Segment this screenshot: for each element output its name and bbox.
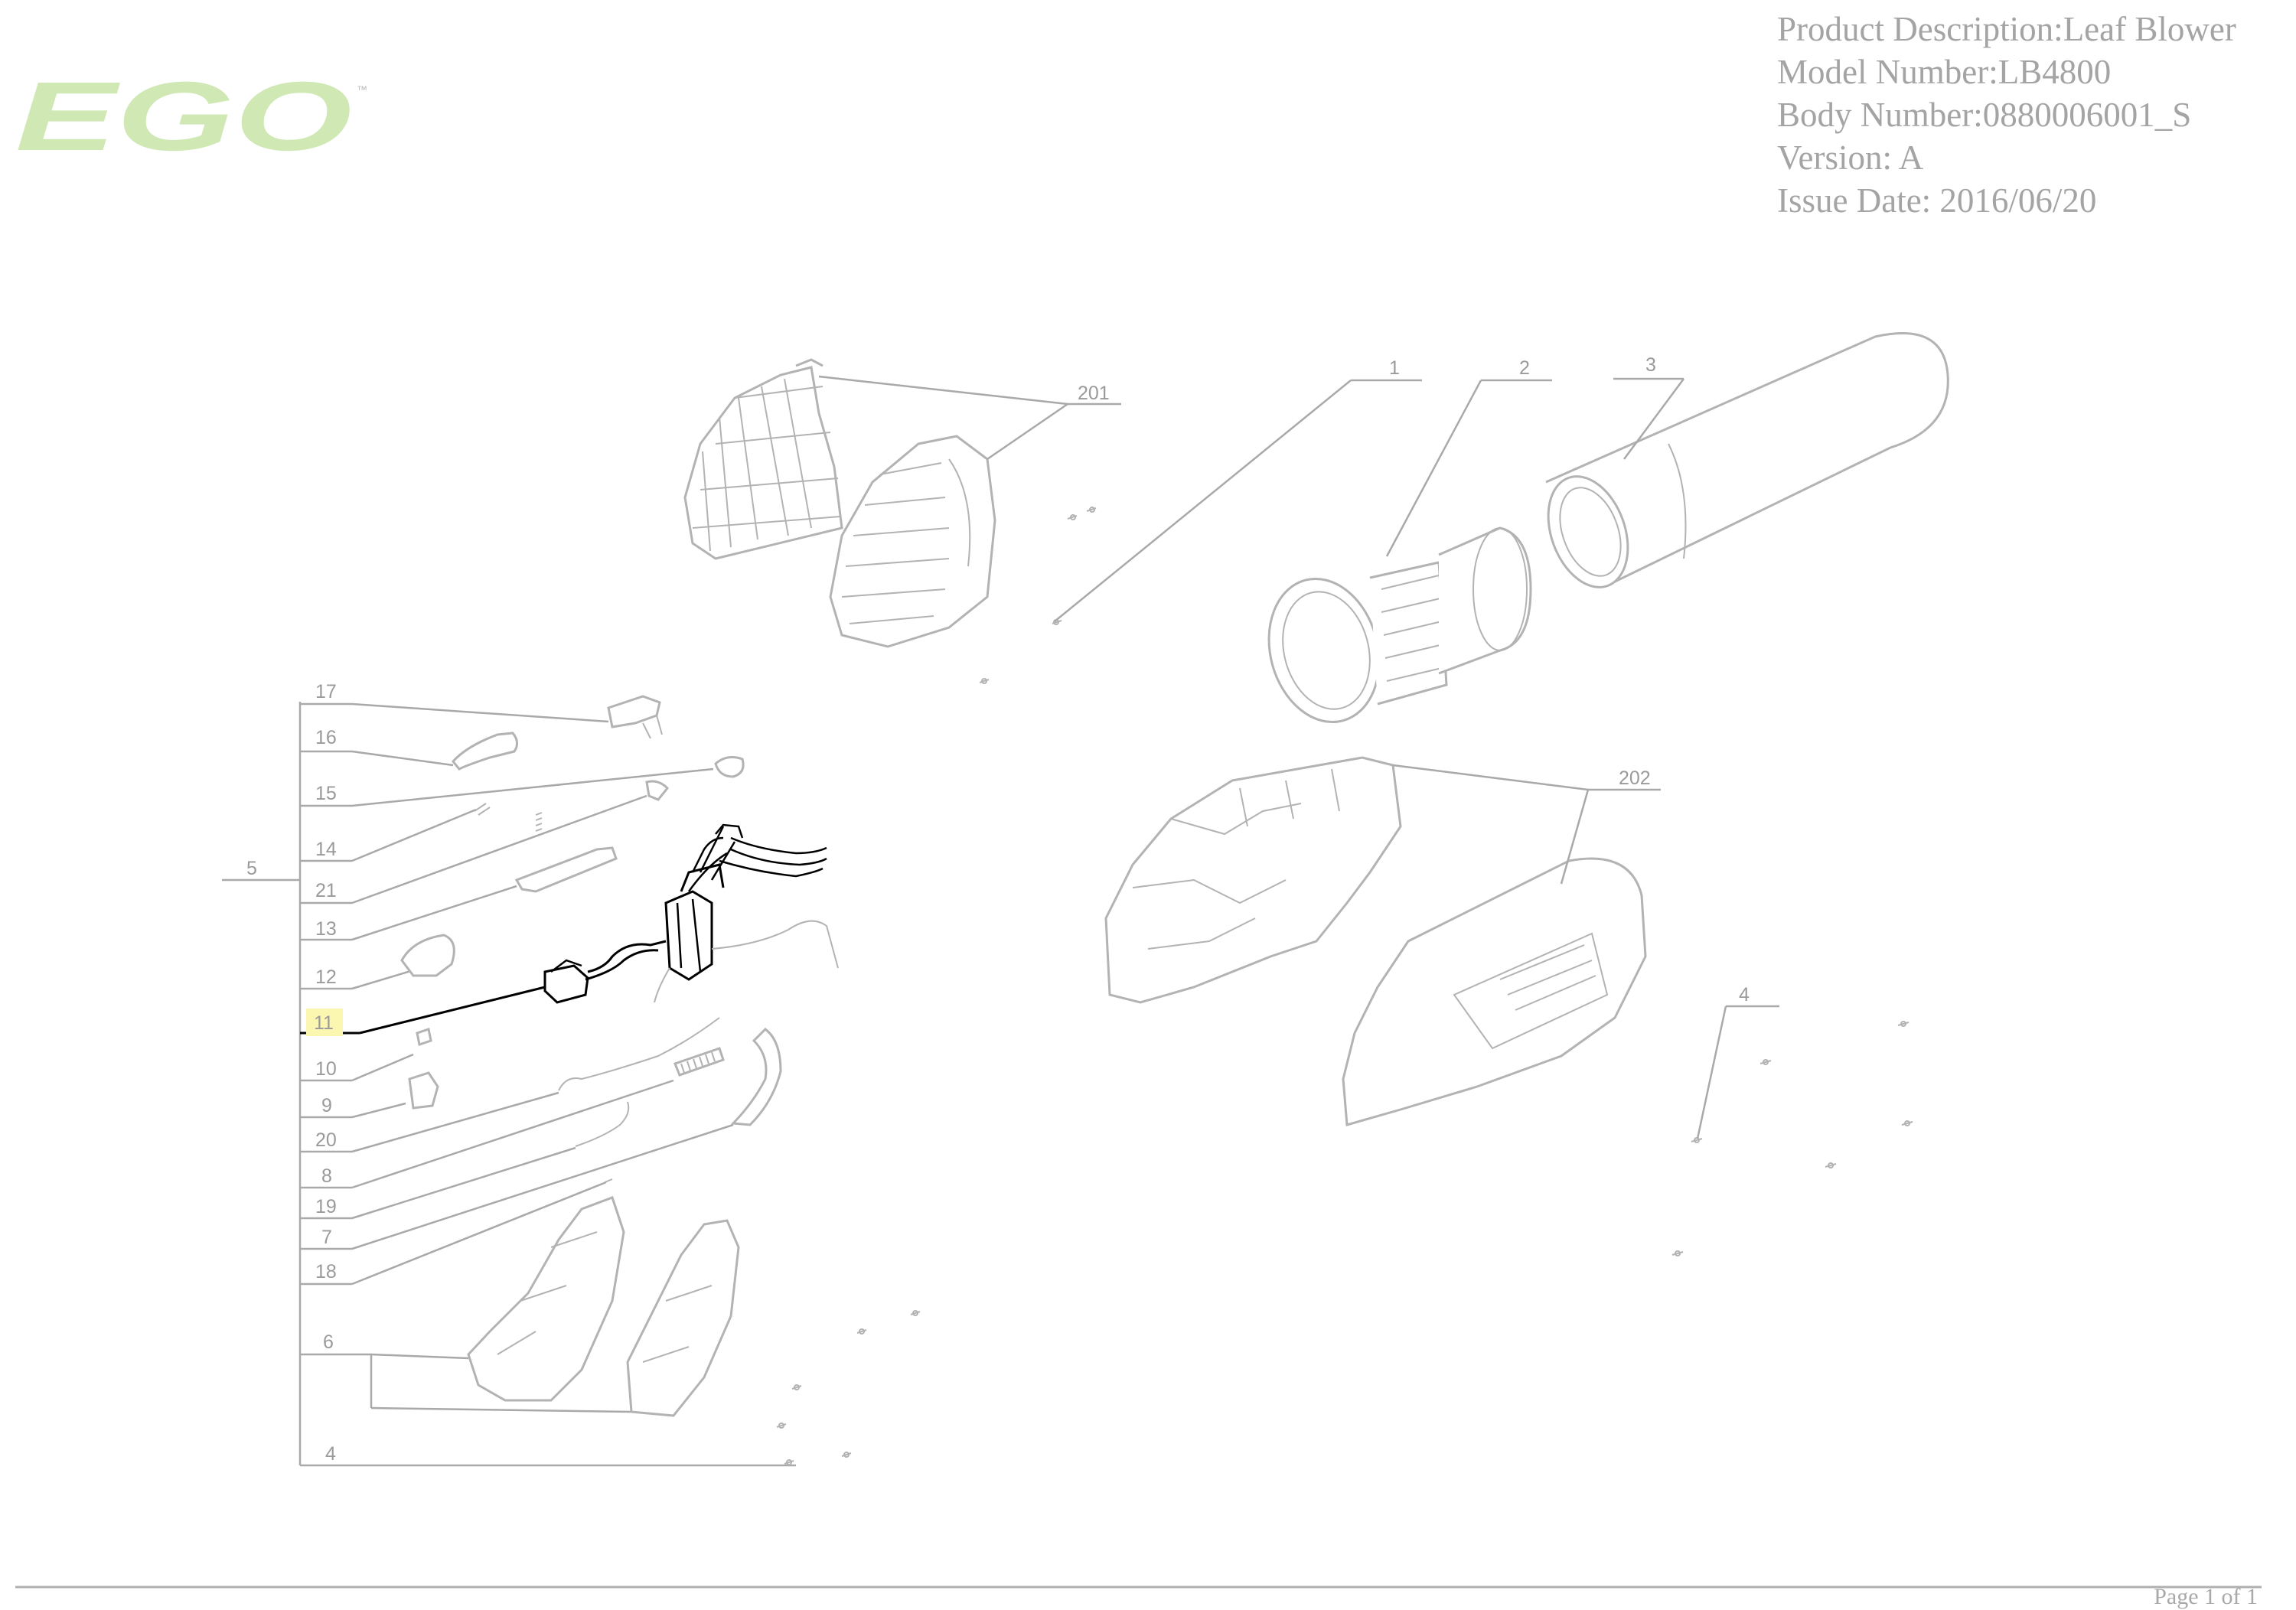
leader-201-a (818, 375, 1068, 406)
part-21-spring-small (535, 812, 543, 832)
issue-date: Issue Date: 2016/06/20 (1777, 181, 2097, 220)
product-description: Product Description:Leaf Blower (1777, 10, 2236, 48)
leader-201-b (987, 402, 1068, 461)
callout-8: 8 (321, 1165, 332, 1187)
blower-tube (1545, 332, 1949, 588)
callout-6: 6 (323, 1331, 334, 1353)
part-17-clip (607, 695, 663, 739)
screws-upper (979, 507, 1097, 684)
part-7-trigger (730, 1028, 782, 1126)
model-number: Model Number:LB4800 (1777, 53, 2112, 91)
part-8-spring (673, 1047, 725, 1077)
leader-11-highlighted-angle (359, 986, 546, 1035)
part-6-handle-right-half (626, 1219, 740, 1417)
screws-lower-left (776, 1310, 921, 1465)
leader-3 (1623, 378, 1685, 460)
part-15-cap (714, 756, 745, 778)
leader-1 (1054, 380, 1352, 622)
ego-logo: EGO ™ (15, 77, 367, 161)
part-12-cover (400, 934, 455, 977)
callout-14: 14 (315, 839, 337, 860)
leader-2 (1385, 380, 1482, 557)
callout-21: 21 (315, 880, 337, 901)
part-18-screw (604, 1178, 613, 1183)
callout-16: 16 (315, 727, 337, 748)
callout-7: 7 (321, 1227, 332, 1248)
callout-11: 11 (314, 1012, 334, 1034)
leader-202-a (1392, 764, 1589, 791)
part-13-trigger-bar (514, 846, 618, 893)
callout-20: 20 (315, 1129, 337, 1151)
callout-4-left: 4 (325, 1443, 336, 1465)
callout-2: 2 (1519, 357, 1530, 379)
callout-13: 13 (315, 918, 337, 940)
callout-3: 3 (1645, 354, 1656, 376)
callout-1: 1 (1389, 357, 1400, 379)
fan-housing-left-half (683, 358, 843, 560)
part-11-wiring-harness (543, 823, 839, 1004)
callout-201: 201 (1078, 383, 1110, 404)
part-6-handle-left-half (467, 1196, 625, 1402)
leader-202-b (1560, 789, 1590, 885)
callout-15: 15 (315, 783, 337, 804)
callout-5: 5 (246, 858, 257, 879)
part-16-lever (452, 732, 518, 771)
part-10-block (416, 1028, 432, 1046)
ego-logo-text: EGO (15, 77, 352, 161)
part-9-switch (408, 1071, 439, 1110)
body-number: Body Number:0880006001_S (1777, 96, 2192, 134)
document-info: Product Description:Leaf Blower Model Nu… (1777, 8, 2236, 222)
part-20-cable (558, 1017, 720, 1091)
part-14-pin (474, 803, 491, 816)
main-housing-right-half (1342, 857, 1647, 1126)
version: Version: A (1777, 139, 1924, 177)
footer-rule (15, 1586, 2262, 1589)
part-21-clip (645, 780, 670, 801)
callout-202: 202 (1619, 768, 1651, 789)
callout-17: 17 (315, 681, 337, 702)
callout-11-highlight (306, 1009, 343, 1036)
page-number: Page 1 of 1 (2154, 1584, 2258, 1609)
callout-12: 12 (315, 966, 337, 988)
fan-impeller-assembly (1267, 526, 1532, 724)
leader-4-right (1696, 1005, 1727, 1139)
callout-4-right: 4 (1739, 984, 1750, 1005)
fan-housing-right-half (829, 435, 996, 648)
callout-18: 18 (315, 1261, 337, 1282)
callout-19: 19 (315, 1196, 337, 1217)
callout-9: 9 (321, 1095, 332, 1116)
main-housing-left-half (1104, 756, 1402, 1004)
part-19-wire (575, 1101, 630, 1147)
trademark-symbol: ™ (357, 83, 367, 96)
callout-10: 10 (315, 1058, 337, 1080)
left-callout-leaders (300, 702, 796, 1467)
screws-right (1671, 1021, 1913, 1256)
